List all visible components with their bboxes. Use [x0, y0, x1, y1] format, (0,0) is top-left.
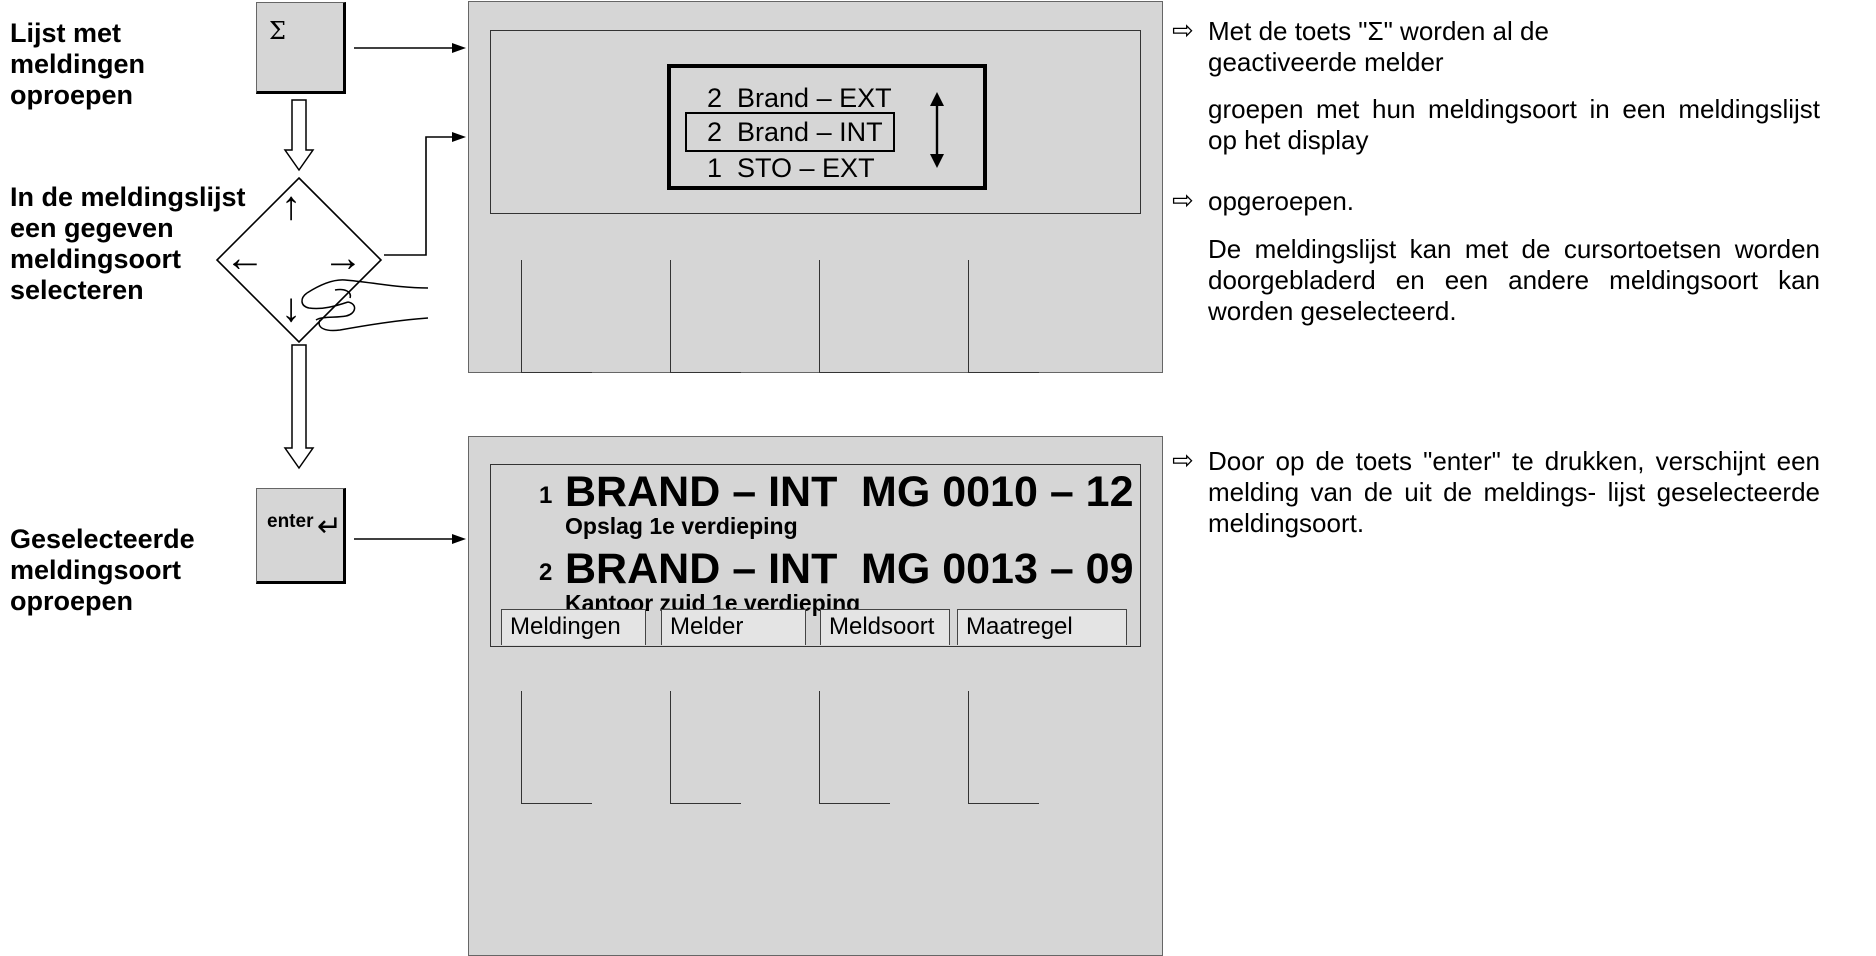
list-line-1[interactable]: 2 Brand – EXT [707, 83, 892, 113]
tab-maatregel[interactable]: Maatregel [957, 609, 1127, 645]
softkey-1-2[interactable] [670, 260, 741, 373]
step-label-select: In de meldingslijst een gegeven meldings… [10, 182, 246, 305]
softkey-2-1[interactable] [521, 691, 592, 804]
entry-number: 1 [539, 482, 553, 509]
pointer-icon: ⇨ [1172, 446, 1194, 476]
softkey-1-4[interactable] [968, 260, 1039, 373]
message-list-box: 2 Brand – EXT 2 Brand – INT 1 STO – EXT [667, 64, 987, 190]
sigma-icon: Σ [269, 17, 286, 45]
enter-key[interactable]: enter ↵ [256, 488, 346, 584]
entry-code: MG 0013 – 09 [861, 545, 1134, 593]
description-2: groepen met hun meldingsoort in een meld… [1208, 94, 1820, 155]
softkey-tabs: Meldingen Melder Meldsoort Maatregel [491, 609, 1142, 645]
step-label-enter: Geselecteerde meldingsoort oproepen [10, 524, 195, 616]
sigma-key[interactable]: Σ [256, 2, 346, 94]
softkey-1-1[interactable] [521, 260, 592, 373]
softkey-1-3[interactable] [819, 260, 890, 373]
pointer-icon: ⇨ [1172, 16, 1194, 46]
enter-label: enter [267, 511, 314, 532]
flow-arrow-down-2 [283, 344, 315, 470]
entry-type: BRAND – INT [565, 468, 838, 516]
softkey-2-3[interactable] [819, 691, 890, 804]
entry-type: BRAND – INT [565, 545, 838, 593]
step-label-list: Lijst met meldingen oproepen [10, 18, 146, 110]
nav-right-icon[interactable]: → [323, 236, 363, 280]
tab-melder[interactable]: Melder [661, 609, 806, 645]
list-line-3[interactable]: 1 STO – EXT [707, 153, 875, 183]
control-panel-1: 2 Brand – EXT 2 Brand – INT 1 STO – EXT [468, 1, 1163, 373]
entry-code: MG 0010 – 12 [861, 468, 1134, 516]
description-2-end: opgeroepen. [1208, 186, 1355, 216]
entry-number: 2 [539, 559, 553, 586]
tab-meldsoort[interactable]: Meldsoort [820, 609, 950, 645]
description-1: Met de toets "Σ" worden al de geactiveer… [1208, 16, 1549, 77]
nav-down-icon[interactable]: ↓ [281, 286, 301, 330]
keypad-diamond-outline [215, 176, 383, 344]
tab-meldingen[interactable]: Meldingen [501, 609, 646, 645]
scroll-updown-icon[interactable] [926, 92, 948, 168]
control-panel-2: 1 BRAND – INT MG 0010 – 12 Opslag 1e ver… [468, 436, 1163, 956]
display-screen-2: 1 BRAND – INT MG 0010 – 12 Opslag 1e ver… [490, 464, 1141, 647]
nav-up-icon[interactable]: ↑ [281, 184, 301, 228]
enter-return-icon: ↵ [317, 509, 343, 544]
entry-location: Opslag 1e verdieping [565, 513, 798, 539]
description-4: Door op de toets "enter" te drukken, ver… [1208, 446, 1820, 538]
display-screen-1: 2 Brand – EXT 2 Brand – INT 1 STO – EXT [490, 30, 1141, 214]
flow-arrow-down-1 [283, 99, 315, 172]
softkey-2-4[interactable] [968, 691, 1039, 804]
pointer-icon: ⇨ [1172, 186, 1194, 216]
hand-drawing [301, 279, 429, 332]
list-line-2-selected[interactable]: 2 Brand – INT [685, 112, 895, 152]
softkey-2-2[interactable] [670, 691, 741, 804]
description-3: De meldingslijst kan met de cursortoetse… [1208, 234, 1820, 326]
